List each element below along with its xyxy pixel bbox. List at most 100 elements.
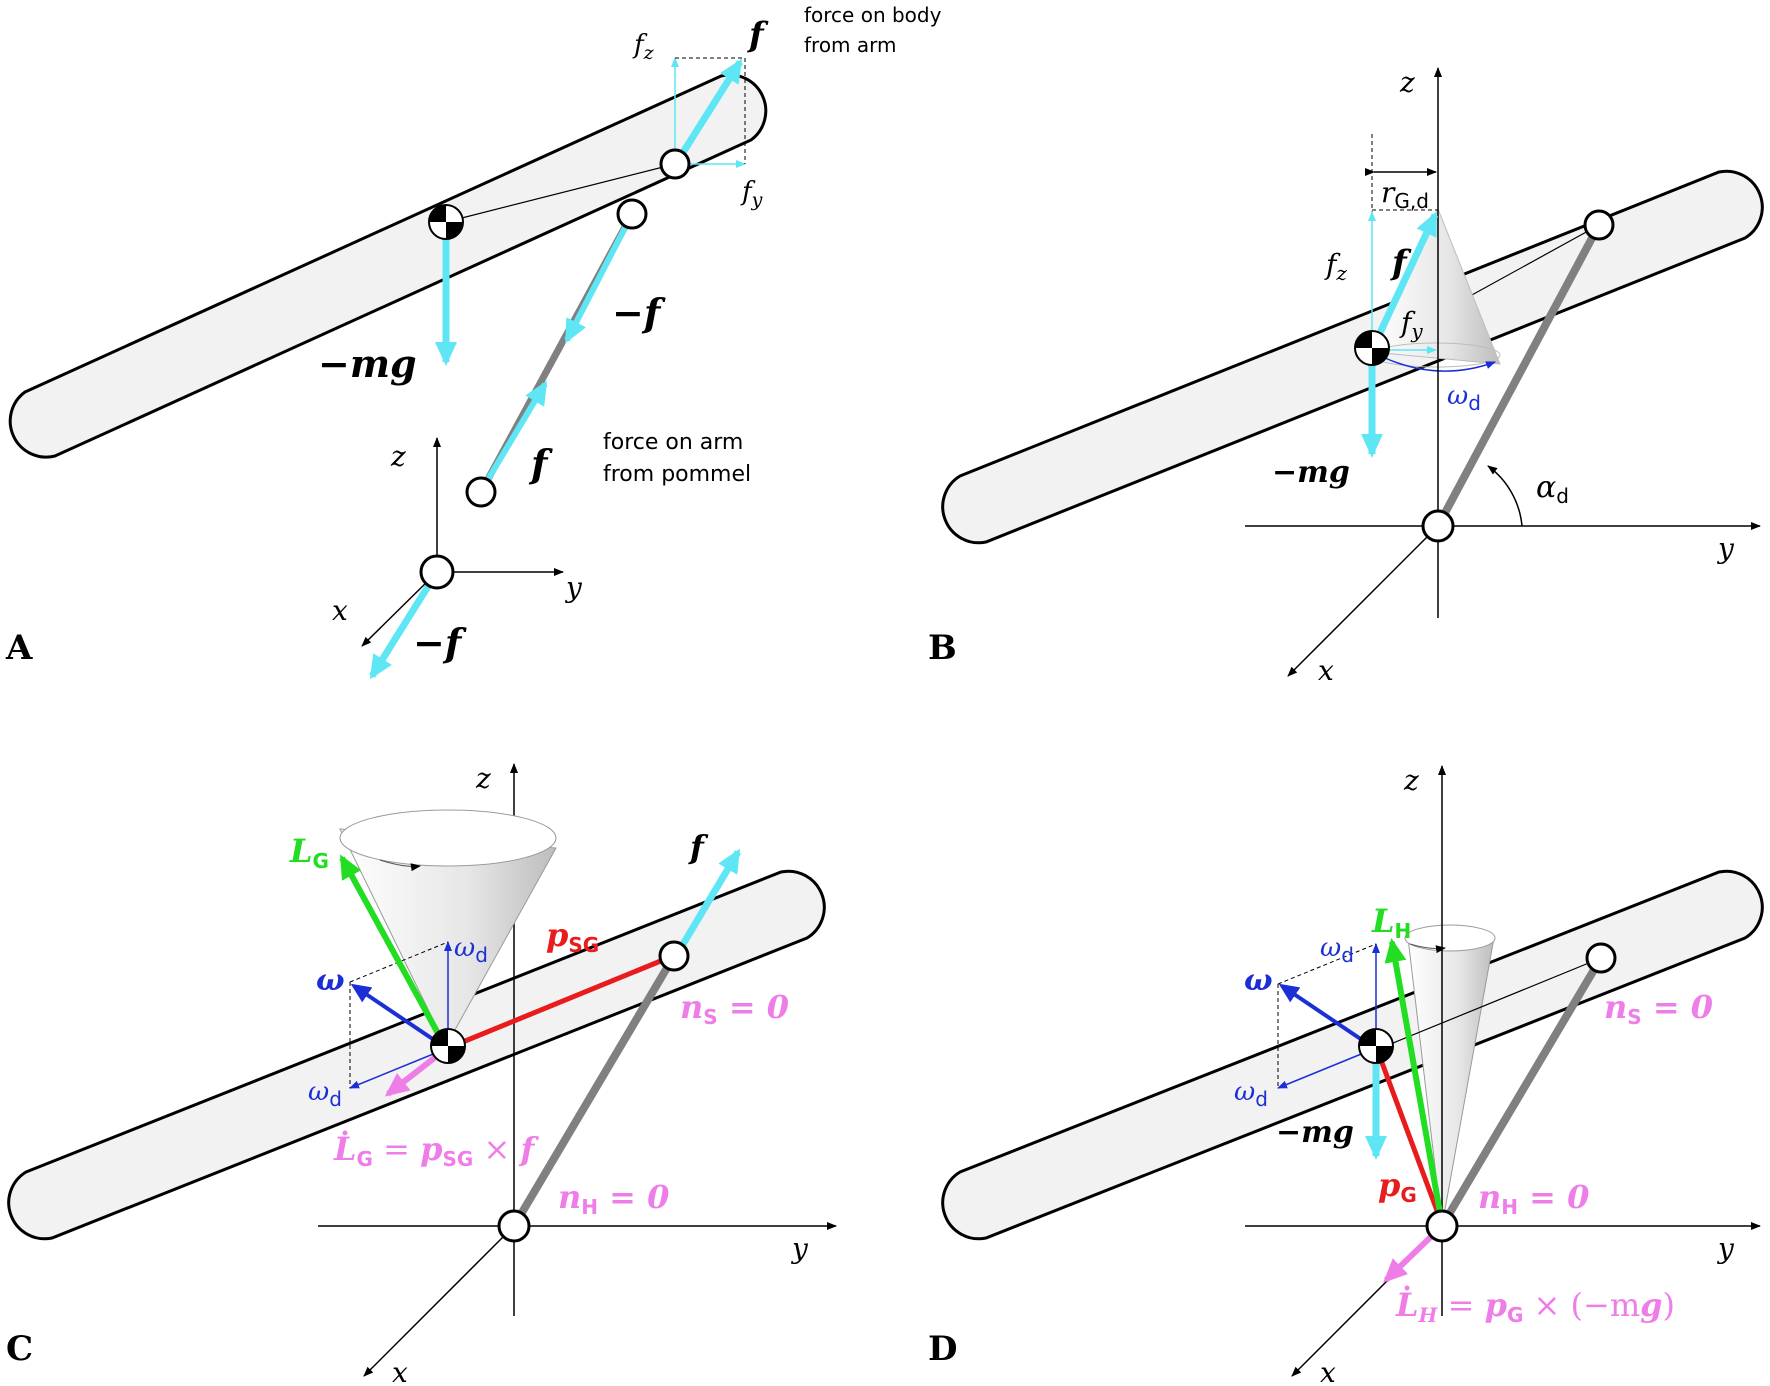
body-capsule-c	[7, 869, 826, 1241]
panel-a: f fz fy force on body from arm −f −mg f …	[5, 3, 942, 680]
note-force-on-arm-1: force on arm	[603, 430, 743, 455]
arm-top-joint-a	[616, 198, 648, 230]
com-shoulder-line-a	[445, 163, 676, 223]
label-axis-x-b: x	[1318, 654, 1334, 687]
note-force-on-body-2: from arm	[804, 33, 897, 57]
note-force-on-arm-2: from pommel	[603, 462, 751, 487]
body-capsule-d	[941, 869, 1764, 1241]
moment-rate-arrow-d	[1383, 1227, 1441, 1283]
label-omega-d-top-d: ωd	[1320, 933, 1354, 967]
label-minus-mg-d: −mg	[1276, 1115, 1354, 1150]
label-f-arm-a: f	[528, 441, 553, 486]
label-omega-d-left-d: ωd	[1234, 1077, 1268, 1111]
origin-joint-b	[1421, 509, 1455, 543]
body-capsule-b	[941, 169, 1764, 545]
label-axis-z-c: z	[475, 762, 491, 795]
omega-arrow-d	[1278, 983, 1376, 1050]
label-lh-dot-d: LH = pG × (−mg)	[1395, 1285, 1675, 1327]
omega-arrow-c	[350, 983, 448, 1050]
arm-force-f-a	[481, 380, 548, 488]
label-alpha-d-b: αd	[1536, 470, 1569, 508]
shoulder-joint-d	[1585, 942, 1617, 974]
label-axis-z-b: z	[1399, 66, 1415, 99]
label-fz-a: fz	[632, 30, 655, 64]
force-f-arrow-a	[674, 58, 743, 164]
alpha-arc-b	[1487, 465, 1523, 527]
label-axis-x-c: x	[392, 1356, 408, 1386]
label-axis-y-a: y	[564, 571, 583, 604]
shoulder-joint-a	[659, 148, 691, 180]
label-psg-c: pSG	[546, 916, 599, 957]
label-minus-mg-a: −mg	[318, 341, 417, 386]
shoulder-joint-b	[1583, 209, 1615, 241]
origin-joint-d	[1425, 1209, 1459, 1243]
label-f-top-a: f	[747, 15, 769, 55]
label-ns-c: nS = 0	[680, 988, 789, 1029]
arm-c	[510, 953, 678, 1229]
label-lg-c: LG	[289, 832, 329, 873]
omega-components-d	[1277, 943, 1380, 1089]
moment-rate-arrow-c	[384, 1049, 444, 1097]
com-symbol-b	[1354, 330, 1390, 366]
label-axis-y-d: y	[1716, 1232, 1735, 1265]
com-symbol-d	[1358, 1028, 1394, 1064]
label-minus-f-arm-a: −f	[612, 290, 666, 335]
label-f-b: f	[1390, 243, 1412, 283]
origin-joint-c	[497, 1209, 531, 1243]
panel-d: z y x LH ω ωd nS = 0 ωd −mg pG nH = 0 LH…	[928, 764, 1764, 1386]
panel-letter-a: A	[5, 628, 33, 668]
label-omega-d-top-c: ωd	[454, 933, 488, 967]
force-f-arrow-c	[672, 848, 742, 958]
label-nh-c: nH = 0	[558, 1178, 669, 1219]
label-axis-y-b: y	[1716, 532, 1735, 565]
label-axis-x-d: x	[1320, 1356, 1336, 1386]
pommel-force-arrow-a	[369, 570, 440, 680]
arm-b	[1434, 223, 1603, 528]
label-axis-z-d: z	[1403, 764, 1419, 797]
axis-x-c	[363, 1225, 515, 1377]
axis-x-b	[1287, 525, 1439, 677]
arm-d	[1438, 955, 1605, 1229]
label-axis-z-a: z	[390, 440, 406, 473]
label-minus-f-origin-a: −f	[413, 620, 467, 665]
com-shoulder-line-d	[1375, 957, 1602, 1051]
label-axis-x-a: x	[332, 594, 348, 627]
label-ns-d: nS = 0	[1604, 988, 1713, 1029]
shoulder-joint-c	[658, 940, 690, 972]
force-f-arrow-b	[1368, 211, 1439, 352]
label-omega-d: ω	[1244, 963, 1273, 998]
label-omega-c: ω	[316, 963, 345, 998]
position-psg-c	[447, 955, 669, 1051]
svg-text:LH = pG × (−mg): LH = pG × (−mg)	[1395, 1286, 1675, 1327]
label-fy-a: fy	[740, 177, 763, 211]
label-nh-d: nH = 0	[1478, 1178, 1589, 1219]
arm-bottom-joint-a	[465, 476, 497, 508]
label-lh-d: LH	[1371, 902, 1411, 943]
label-r-gd-b: rG,d	[1381, 176, 1429, 213]
panel-c: z y x LG f pSG ωd ω nS = 0 ωd LG = pSG ×…	[6, 762, 837, 1386]
body-capsule-a	[8, 73, 768, 459]
panel-b: z y x rG,d fz f fy ωd −mg αd B	[928, 66, 1764, 687]
label-fz-b: fz	[1324, 248, 1347, 285]
axis-x-a	[361, 571, 438, 647]
precession-cone-c	[339, 809, 557, 1048]
label-f-c: f	[688, 828, 709, 866]
panel-letter-d: D	[928, 1329, 957, 1369]
note-force-on-body-1: force on body	[804, 3, 942, 27]
angular-momentum-lg-c	[339, 854, 449, 1050]
arm-force-minus-f-a	[564, 216, 633, 344]
panel-letter-b: B	[928, 628, 957, 668]
label-omega-d-left-c: ωd	[308, 1077, 342, 1111]
com-symbol-a	[428, 204, 464, 240]
origin-joint-a	[419, 554, 455, 590]
label-minus-mg-b: −mg	[1272, 455, 1350, 490]
position-pg-d	[1375, 1051, 1445, 1225]
angular-momentum-lh-d	[1384, 938, 1445, 1225]
label-axis-y-c: y	[790, 1232, 809, 1265]
com-symbol-c	[430, 1028, 466, 1064]
svg-text:LG = pSG × f: LG = pSG × f	[333, 1130, 539, 1171]
panel-letter-c: C	[6, 1329, 33, 1369]
label-omega-d-b: ωd	[1447, 381, 1481, 415]
label-pg-d: pG	[1378, 1166, 1417, 1207]
